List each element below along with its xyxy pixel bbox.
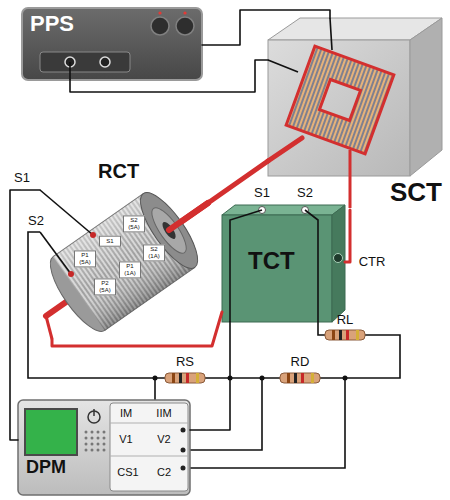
label-holder: RD <box>291 355 310 369</box>
label-holder: V1 <box>119 433 132 445</box>
label-holder: P1 (5A) <box>74 250 96 267</box>
label-holder: S2 (1A) <box>143 244 165 261</box>
label-holder: IM <box>120 407 132 419</box>
node-title: DPM <box>26 457 66 478</box>
label-holder: RS <box>176 355 194 369</box>
node-title: RCT <box>98 160 139 183</box>
test-transformer-box: TCT <box>222 205 345 322</box>
label-holder: S1 <box>254 186 270 200</box>
tap-tag: S1 <box>99 236 121 247</box>
input-label: IM <box>120 407 132 419</box>
label-holder: P1 (1A) <box>119 261 141 278</box>
wire-connector <box>190 322 230 430</box>
wire-connector <box>202 10 330 45</box>
label-holder: IIM <box>156 407 171 419</box>
supply-transformer-cube <box>268 18 442 208</box>
resistor-label: RD <box>291 355 310 369</box>
resistor-symbol <box>165 373 205 383</box>
input-label: V2 <box>157 433 170 445</box>
input-label: V1 <box>119 433 132 445</box>
test-transformer-cube <box>222 205 345 335</box>
label-holder: S1 <box>99 236 121 247</box>
terminal-label: S1 <box>254 186 270 200</box>
power-supply-box: PPS <box>22 8 202 80</box>
tap-tag: P1 (5A) <box>74 250 96 267</box>
resistor-symbol <box>280 373 320 383</box>
terminal-label: S1 <box>14 171 30 185</box>
part-label: CTR <box>359 255 386 269</box>
wire-connector <box>52 312 222 346</box>
power-meter-body <box>18 400 190 495</box>
power-supply-body <box>22 8 202 80</box>
resistor-label: RS <box>176 355 194 369</box>
tap-tag: S2 (1A) <box>143 244 165 261</box>
label-holder: S1 <box>14 171 30 185</box>
terminal-label: S2 <box>28 214 44 228</box>
node-title: PPS <box>30 11 74 36</box>
label-holder: S2 <box>28 214 44 228</box>
reference-transformer-cylinder <box>40 185 208 339</box>
label-holder: V2 <box>157 433 170 445</box>
node-title: TCT <box>248 247 295 275</box>
reference-transformer: RCT <box>40 160 208 339</box>
input-label: C2 <box>157 466 171 478</box>
label-holder: S2 (5A) <box>123 215 145 232</box>
label-holder: C2 <box>157 466 171 478</box>
node-title: SCT <box>390 178 442 208</box>
input-label: IIM <box>156 407 171 419</box>
label-holder: CTR <box>359 255 386 269</box>
terminal-label: S2 <box>297 186 313 200</box>
label-holder: P2 (5A) <box>94 278 116 295</box>
input-label: CS1 <box>117 466 138 478</box>
label-holder: S2 <box>297 186 313 200</box>
supply-transformer-box: SCT <box>268 18 445 210</box>
tap-tag: P1 (1A) <box>119 261 141 278</box>
label-holder: RL <box>337 313 354 327</box>
label-holder: CS1 <box>117 466 138 478</box>
wire-connector <box>70 60 268 92</box>
tap-tag: S2 (5A) <box>123 215 145 232</box>
wire-connector <box>345 210 350 262</box>
resistor-label: RL <box>337 313 354 327</box>
tap-tag: P2 (5A) <box>94 278 116 295</box>
resistor-symbol <box>325 330 365 340</box>
